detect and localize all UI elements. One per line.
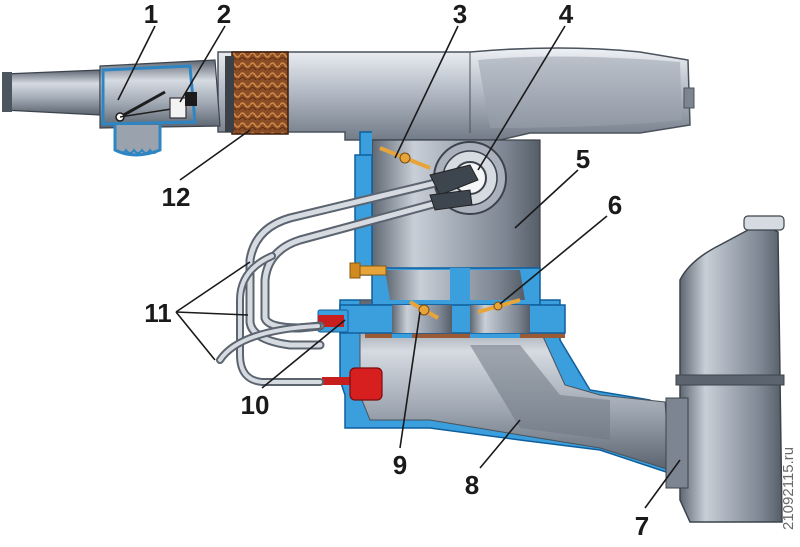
air-filter-element (225, 51, 289, 135)
callout-9: 9 (393, 450, 407, 480)
callout-2: 2 (217, 0, 231, 29)
callout-5: 5 (576, 144, 590, 174)
pulley-linkage (429, 164, 479, 211)
callout-7: 7 (635, 511, 649, 541)
flange-gasket (365, 330, 565, 338)
idle-adjust-screw (349, 262, 387, 279)
red-sensor-plug (322, 367, 383, 401)
flange-block (339, 304, 566, 334)
intake-air-flap (115, 90, 179, 122)
air-filter-housing (217, 47, 695, 141)
primary-throttle-plate (409, 300, 439, 320)
hose-tubes (216, 175, 453, 386)
air-inlet-pipe (2, 59, 221, 157)
cylinder-head (665, 215, 785, 523)
upper-throttle-plate (379, 146, 431, 170)
callout-3: 3 (453, 0, 467, 29)
temperature-sensor (169, 92, 197, 119)
callout-11: 11 (144, 298, 172, 328)
mixing-chamber (371, 267, 541, 310)
intake-manifold (339, 299, 677, 477)
callout-10: 10 (241, 390, 270, 420)
leader-lines (117, 25, 681, 509)
callout-12: 12 (162, 182, 191, 212)
callout-6: 6 (608, 190, 622, 220)
coolant-connector (317, 309, 349, 333)
callout-8: 8 (465, 470, 479, 500)
callout-4: 4 (559, 0, 574, 29)
site-watermark: 21092115.ru (780, 447, 797, 530)
callout-1: 1 (144, 0, 158, 29)
